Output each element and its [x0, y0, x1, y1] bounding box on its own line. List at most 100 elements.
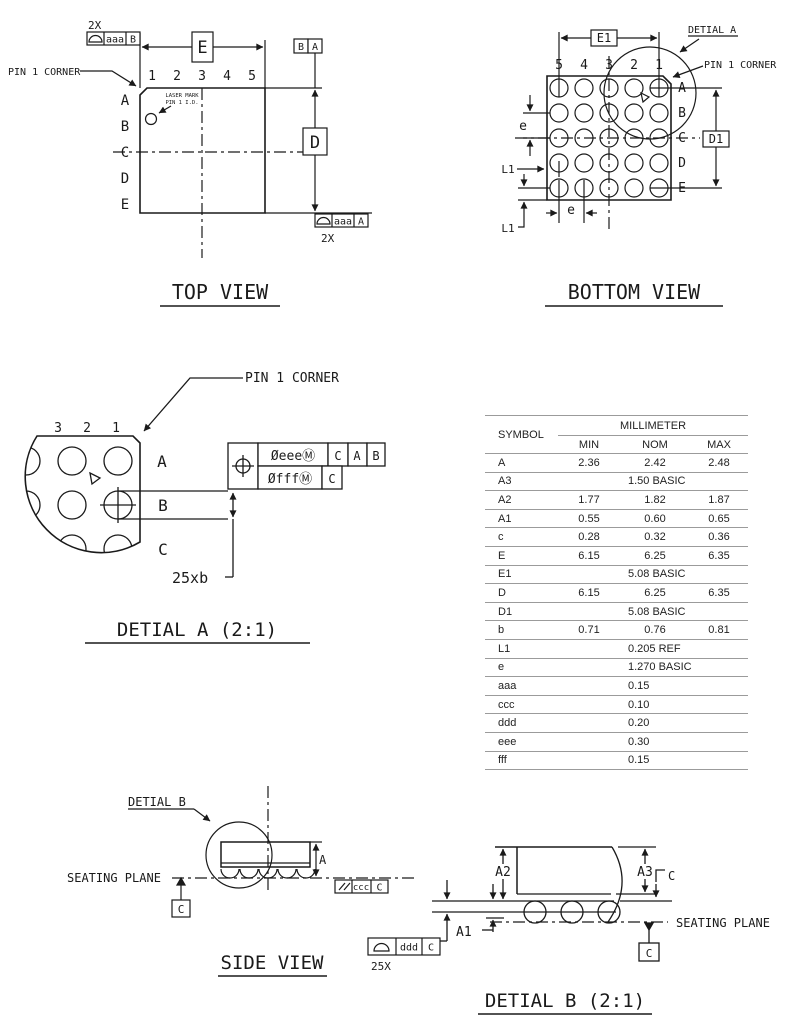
table-row: D1 5.08 BASIC [485, 602, 749, 622]
top-view-fcf-right [314, 213, 369, 228]
detail-b-callout: DETIAL B [128, 795, 186, 809]
detail-b-corner-c [620, 869, 672, 902]
detail-a-view [24, 377, 386, 644]
bottom-view-dim-L1-mid [517, 161, 560, 177]
table-cell [558, 732, 620, 752]
col-label: 3 [605, 58, 613, 73]
top-view-dim-D [302, 89, 328, 212]
detail-b-boundary-circle [205, 821, 273, 889]
top-view-title: TOP VIEW [172, 280, 269, 304]
table-cell: A3 [485, 472, 558, 492]
detail-a-leader [679, 38, 700, 53]
side-view-dim-A [310, 841, 322, 877]
ball-count-label: 25xb [172, 569, 208, 587]
pin1-leader [143, 377, 243, 432]
fcf-tolerance: ddd [400, 943, 418, 954]
col-label: 3 [54, 421, 62, 436]
dim-L1-label: L1 [501, 222, 514, 235]
bottom-view-dim-L1-bot [518, 174, 550, 228]
table-cell: 0.71 [558, 620, 620, 640]
pin1-triangle-icon [89, 471, 102, 486]
row-label: A [157, 452, 167, 471]
table-cell: 0.36 [690, 527, 749, 547]
laser-mark-leader [158, 105, 172, 114]
top-view [80, 31, 372, 307]
table-cell: L1 [485, 639, 558, 659]
bottom-view-title: BOTTOM VIEW [568, 280, 701, 304]
col-label: 2 [630, 58, 638, 73]
table-cell: 0.15 [620, 676, 749, 696]
table-header-nom: NOM [620, 435, 690, 454]
table-cell: A1 [485, 509, 558, 529]
top-view-centerlines [113, 88, 322, 258]
side-view-title: SIDE VIEW [221, 952, 325, 974]
bottom-view-text: E1 DETIAL A PIN 1 CORNER 5 4 3 2 1 A B C… [501, 25, 777, 304]
table-cell [558, 565, 620, 585]
col-label: 1 [112, 421, 120, 436]
table-cell [558, 713, 620, 733]
qty-label: 2X [321, 232, 335, 245]
dim-D1-label: D1 [709, 132, 723, 146]
position-symbol-icon [232, 455, 254, 477]
side-view [128, 786, 441, 977]
row-label: C [158, 540, 168, 559]
table-cell: b [485, 620, 558, 640]
col-label: 4 [223, 69, 231, 84]
dim-A-label: A [319, 853, 327, 867]
table-cell: e [485, 658, 558, 678]
dim-D-label: D [310, 133, 320, 153]
detail-a-dim-b [225, 492, 237, 578]
row-label: C [121, 145, 129, 161]
datum-C-label: C [646, 947, 653, 960]
dim-A2-label: A2 [495, 865, 511, 880]
dim-L1-label: L1 [501, 163, 514, 176]
fcf-datum: A [358, 217, 364, 228]
bottom-view-package-outline [546, 75, 672, 201]
table-cell [558, 658, 620, 678]
table-cell: eee [485, 732, 558, 752]
table-cell: c [485, 527, 558, 547]
table-cell: 0.55 [558, 509, 620, 529]
detail-a-text: 3 2 1 A B C PIN 1 CORNER ØeeeⓂ C A B Øff… [54, 371, 380, 641]
profile-of-surface-icon [373, 942, 390, 952]
table-cell [558, 639, 620, 659]
dim-E-label: E [197, 38, 207, 58]
table-cell: 0.28 [558, 527, 620, 547]
bottom-view [515, 29, 738, 307]
table-cell: 5.08 BASIC [620, 602, 749, 622]
pin1-leader [672, 65, 704, 78]
table-cell: E [485, 546, 558, 566]
top-view-fcf-left [86, 31, 141, 46]
table-cell: D1 [485, 602, 558, 622]
table-cell: 0.81 [690, 620, 749, 640]
detail-b-dim-A1 [482, 884, 504, 932]
pin1-corner-label: PIN 1 CORNER [8, 67, 81, 78]
side-view-body [220, 841, 311, 868]
dim-e-label: e [567, 203, 575, 218]
dim-E1-label: E1 [597, 31, 611, 45]
fcf-tolerance: ØfffⓂ [268, 472, 312, 487]
table-cell: 6.25 [620, 546, 690, 566]
top-view-extension-lines [139, 33, 372, 214]
pin1-corner-label: PIN 1 CORNER [245, 371, 339, 386]
table-cell: E1 [485, 565, 558, 585]
row-label: B [121, 119, 129, 135]
col-label: 1 [148, 69, 156, 84]
table-cell: ccc [485, 695, 558, 715]
pin1-corner-label: PIN 1 CORNER [704, 60, 777, 71]
table-cell: 1.50 BASIC [620, 472, 749, 492]
table-cell: 0.32 [620, 527, 690, 547]
row-label: D [121, 171, 129, 187]
parallelism-icon [338, 882, 351, 891]
bottom-view-centerlines [515, 56, 700, 232]
table-cell: 1.87 [690, 490, 749, 510]
pin1-triangle-icon [640, 91, 651, 104]
datum-B: B [298, 42, 304, 53]
